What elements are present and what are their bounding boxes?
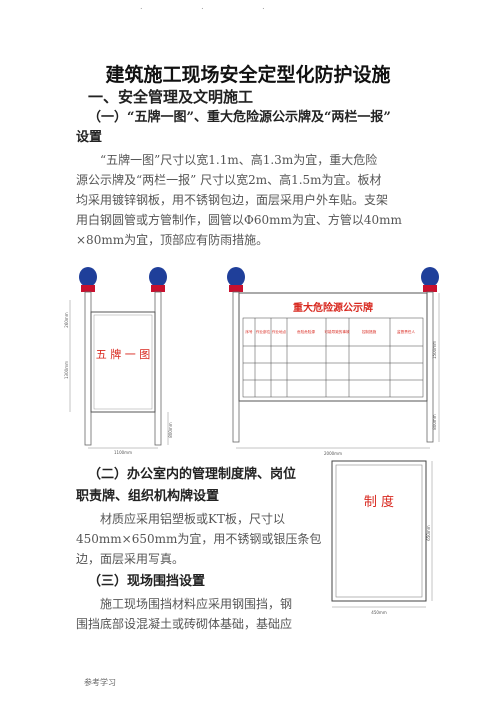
- figure-five-boards-one-map: 五 牌 一 图 260mm 1300mm 800mm 1100mm: [64, 267, 173, 455]
- post-cap-left-icon: [79, 267, 97, 292]
- document-title: 建筑施工现场安全定型化防护设施: [105, 64, 391, 86]
- dim-height-label: 650mm: [426, 525, 431, 541]
- hazard-board-title: 重大危险源公示牌: [293, 301, 373, 314]
- dim-bottom-label: 800mm: [168, 422, 173, 438]
- paragraph-2-line2: 450mm×650mm为宜，用不锈钢或银压条包: [76, 532, 322, 546]
- paragraph-1-line3: 均采用镀锌钢板，用不锈钢包边，面层采用户外车贴。支架: [76, 193, 389, 207]
- paragraph-1-line2: 源公示牌及“两栏一报” 尺寸以宽2m、高1.5m为宜。板材: [76, 173, 382, 187]
- table-header-hazard: 危险危险源: [297, 329, 315, 334]
- paragraph-2-line3: 边，面层采用写真。: [76, 552, 185, 566]
- figure-regulation-board: 制 度 650mm 450mm: [331, 460, 433, 615]
- board-text-five-boards: 五 牌 一 图: [96, 347, 151, 361]
- section-heading-1: 一、安全管理及文明施工: [88, 88, 254, 106]
- regulation-board-text: 制 度: [364, 494, 394, 510]
- subheading-2-line2: 职责牌、组织机构牌设置: [76, 489, 220, 504]
- table-header-control: 控制措施: [362, 329, 377, 334]
- table-header-accident: 可能导致的事故: [324, 329, 350, 334]
- paragraph-1-line4: 用白钢圆管或方管制作，圆管以Φ60mm为宜、方管以40mm: [76, 213, 402, 227]
- dim-width-label: 1100mm: [114, 450, 132, 455]
- dim-bottom-label: 800mm: [432, 414, 437, 430]
- post-cap-right-icon: [421, 267, 439, 292]
- paragraph-1-line1: “五牌一图”尺寸以宽1.1m、高1.3m为宜，重大危险: [100, 153, 378, 167]
- paragraph-1-line5: ×80mm为宜，顶部应有防雨措施。: [76, 233, 269, 247]
- post-cap-right-icon: [149, 267, 167, 292]
- table-header-work-part: 作业部位: [256, 329, 271, 334]
- header-marks: . . .: [140, 2, 293, 11]
- dim-width-label: 450mm: [371, 610, 387, 615]
- dim-height-label: 1300mm: [64, 361, 69, 379]
- dim-height-label: 1500mm: [432, 341, 437, 359]
- paragraph-2-line1: 材质应采用铝塑板或KT板，尺寸以: [100, 512, 285, 526]
- table-header-seq: 序号: [245, 329, 253, 334]
- subheading-3: （三）现场围挡设置: [88, 574, 206, 589]
- paragraph-3-line2: 围挡底部设混凝土或砖砌体基础，基础应: [76, 617, 293, 631]
- paragraph-3-line1: 施工现场围挡材料应采用钢围挡，钢: [100, 597, 293, 611]
- footer-text: 参考学习: [84, 678, 116, 687]
- subheading-1-line2: 设置: [76, 130, 103, 145]
- dim-width-label: 2000mm: [324, 451, 342, 456]
- subheading-2-line1: （二）办公室内的管理制度牌、岗位: [88, 467, 297, 482]
- table-header-supervisor: 监督责任人: [397, 329, 415, 334]
- subheading-1-line1: （一）“五牌一图”、重大危险源公示牌及“两栏一报”: [88, 110, 391, 125]
- post-cap-left-icon: [227, 267, 245, 292]
- figure-major-hazard-board: 重大危险源公示牌 序号 作业部位 作业地点 危险危险源 可能导致的事故 控制措施…: [227, 267, 440, 456]
- table-header-work-site: 作业地点: [272, 329, 287, 334]
- dim-top-label: 260mm: [64, 312, 69, 328]
